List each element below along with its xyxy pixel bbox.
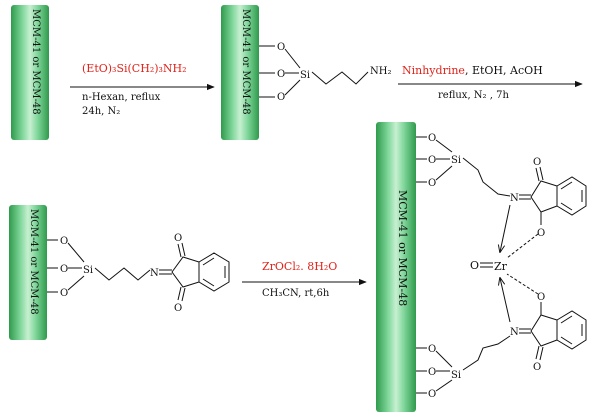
- atom-o: O: [277, 42, 285, 53]
- svg-text:O: O: [174, 233, 182, 244]
- svg-text:Si: Si: [83, 265, 93, 276]
- step2-conditions: reflux, N₂ , 7h: [438, 90, 509, 101]
- step1-reagent: (EtO)₃Si(CH₂)₃NH₂: [82, 62, 187, 75]
- svg-text:O: O: [60, 264, 68, 275]
- step1-conditions: 24h, N₂: [82, 106, 120, 117]
- svg-text:Ninhydrine, EtOH, AcOH: Ninhydrine, EtOH, AcOH: [402, 64, 543, 77]
- svg-text:Si: Si: [451, 370, 461, 381]
- atom-o: O: [277, 69, 285, 80]
- svg-text:N: N: [510, 327, 519, 338]
- svg-text:N: N: [510, 193, 519, 204]
- step3-conditions: CH₃CN, rt,6h: [262, 288, 330, 299]
- zr-oxo-atom: O: [470, 259, 479, 272]
- atom-nh2: NH₂: [370, 66, 391, 77]
- svg-text:O: O: [428, 389, 436, 400]
- svg-text:O: O: [428, 367, 436, 378]
- support-bare: MCM-41 or MCM-48: [11, 5, 49, 140]
- support-bare-label: MCM-41 or MCM-48: [30, 9, 41, 115]
- support-imine-label: MCM-41 or MCM-48: [28, 209, 39, 315]
- step1-solvent: n-Hexan, reflux: [82, 92, 161, 103]
- atom-si: Si: [300, 70, 310, 81]
- svg-text:O: O: [533, 157, 541, 168]
- support-imine: MCM-41 or MCM-48: [9, 205, 47, 340]
- svg-text:O: O: [428, 178, 436, 189]
- svg-text:O: O: [428, 155, 436, 166]
- step2-reagent: Ninhydrine: [402, 64, 465, 77]
- svg-text:O: O: [174, 303, 182, 314]
- zr-atom: Zr: [494, 260, 508, 273]
- svg-text:O: O: [428, 133, 436, 144]
- zr-lower-linker: O N O Si O O O: [416, 292, 587, 400]
- support-amine-label: MCM-41 or MCM-48: [240, 9, 251, 115]
- step3-arrow-group: ZrOCl₂. 8H₂O CH₃CN, rt,6h: [242, 260, 367, 299]
- atom-o: O: [277, 92, 285, 103]
- step1-arrow-group: (EtO)₃Si(CH₂)₃NH₂ n-Hexan, reflux 24h, N…: [70, 62, 215, 117]
- svg-text:Si: Si: [451, 155, 461, 166]
- support-zr-label: MCM-41 or MCM-48: [396, 190, 409, 306]
- zr-upper-linker: O O O Si N O O: [416, 133, 587, 239]
- atom-n: N: [150, 268, 159, 279]
- svg-text:O: O: [537, 228, 545, 239]
- zirconium-center: O Zr: [470, 204, 539, 323]
- svg-text:O: O: [60, 236, 68, 247]
- svg-text:O: O: [533, 362, 541, 373]
- svg-text:O: O: [537, 292, 545, 303]
- svg-text:O: O: [60, 288, 68, 299]
- step3-reagent: ZrOCl₂. 8H₂O: [262, 260, 337, 273]
- amine-linker: O O O Si NH₂: [259, 42, 391, 103]
- svg-text:O: O: [428, 344, 436, 355]
- support-amine: MCM-41 or MCM-48: [221, 5, 259, 140]
- support-zr-complex: MCM-41 or MCM-48: [376, 122, 416, 412]
- imine-linker: O O O Si N O O: [47, 233, 230, 314]
- step2-solvent: , EtOH, AcOH: [465, 64, 543, 77]
- step2-arrow-group: Ninhydrine, EtOH, AcOH reflux, N₂ , 7h: [398, 64, 583, 101]
